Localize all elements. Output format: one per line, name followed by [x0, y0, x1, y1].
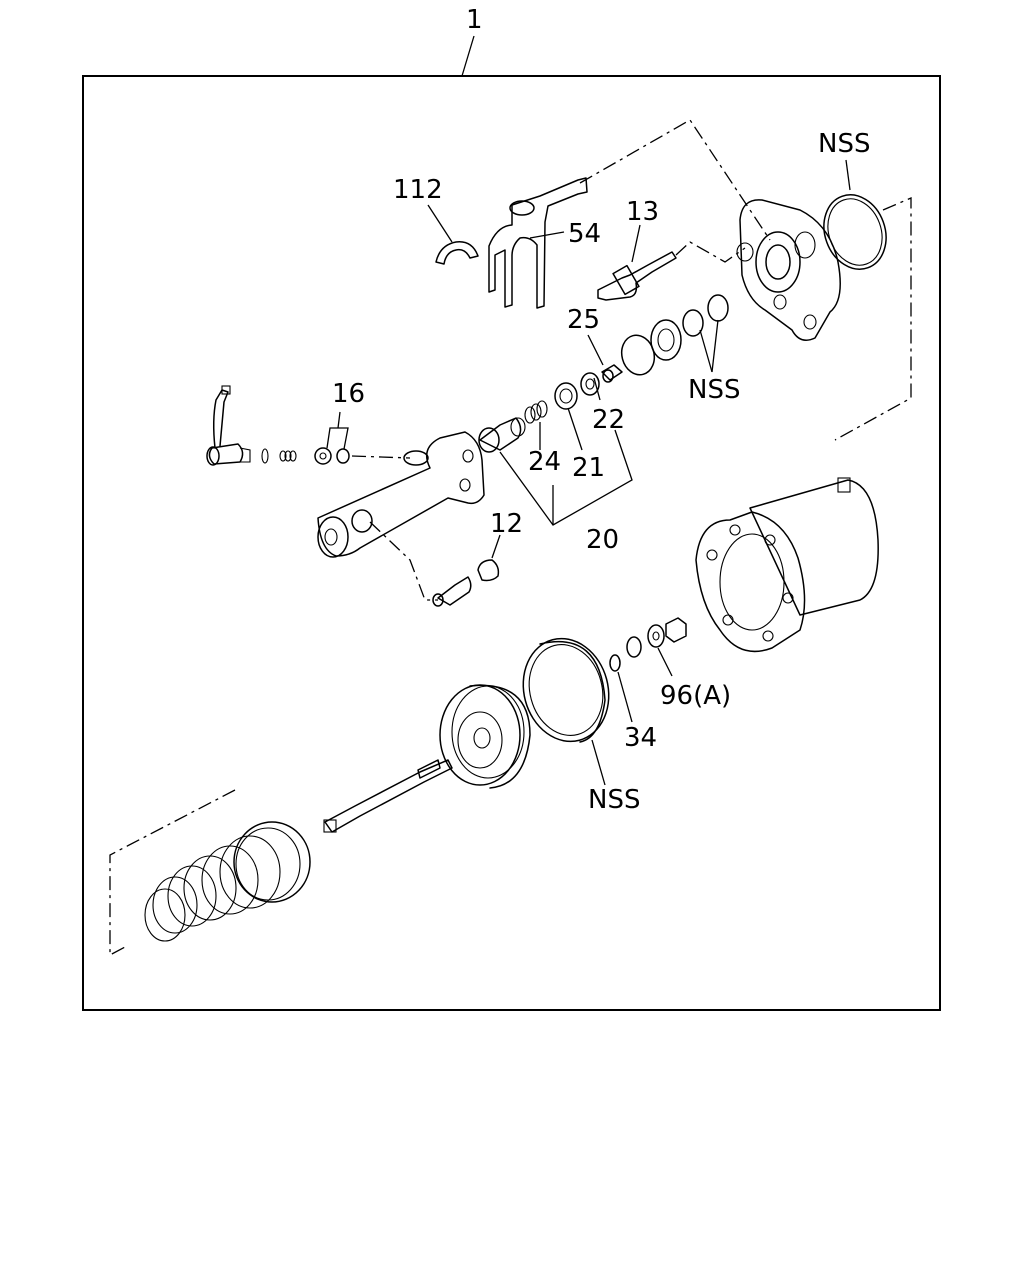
left-bracket-line: [109, 789, 236, 957]
part-25: [587, 334, 623, 383]
ring-34: [609, 654, 633, 723]
fork-centerline: [579, 119, 771, 241]
assembly-leader: [461, 35, 475, 77]
bleeder-16: [206, 385, 411, 466]
diaphragm-nss-bottom: [522, 637, 610, 786]
label-clip-112: 112: [393, 175, 443, 205]
label-part-25: 25: [567, 305, 600, 335]
switch-13: [597, 224, 746, 301]
label-nss-mid: NSS: [688, 375, 740, 405]
label-part-16: 16: [332, 379, 365, 409]
assembly-frame: [82, 75, 941, 1011]
washer-22: [580, 372, 600, 396]
label-part-24: 24: [528, 447, 561, 477]
cover-plate: [736, 199, 841, 341]
push-rod: [323, 759, 453, 833]
spring-24: [524, 400, 548, 424]
nut-96a: [626, 617, 687, 677]
nipple-12: [369, 521, 501, 607]
label-switch-13: 13: [626, 197, 659, 227]
label-nss-bottom: NSS: [588, 785, 640, 815]
shift-fork-54: [488, 177, 588, 309]
return-spring: [144, 821, 311, 942]
piston-20: [478, 417, 526, 453]
label-part-34: 34: [624, 723, 657, 753]
o-ring-nss-top: [823, 159, 887, 270]
label-nss-top: NSS: [818, 129, 870, 159]
power-housing: [695, 477, 879, 653]
label-part-21: 21: [572, 453, 605, 483]
clip-112: [427, 204, 479, 265]
sleeve-21: [554, 382, 578, 410]
label-fork-54: 54: [568, 219, 601, 249]
label-part-96a: 96(A): [660, 681, 731, 711]
right-bracket-line: [834, 197, 912, 441]
cylinder-body: [317, 431, 485, 558]
label-assembly-1: 1: [466, 5, 483, 35]
label-part-20: 20: [586, 525, 619, 555]
label-part-12: 12: [490, 509, 523, 539]
piston-leaders: [499, 377, 633, 526]
piston-plate: [439, 684, 531, 789]
seal-kit-nss: [620, 294, 729, 376]
label-part-22: 22: [592, 405, 625, 435]
